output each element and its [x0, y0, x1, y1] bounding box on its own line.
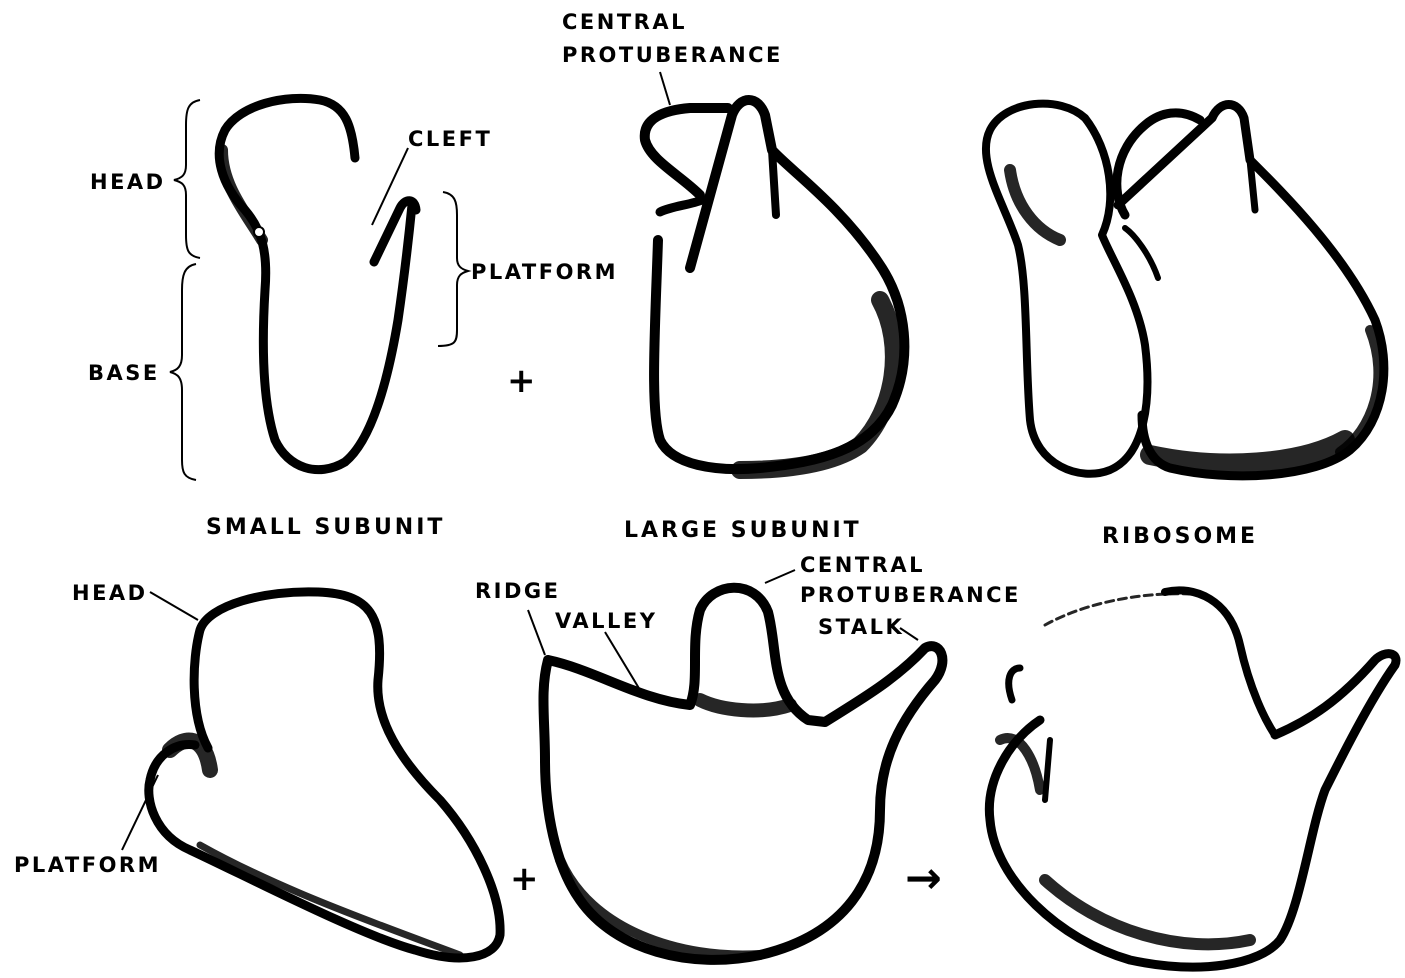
central-protuberance-bottom-leader — [765, 570, 795, 583]
central-protuberance-top-label-1: CENTRAL — [562, 10, 687, 34]
ribosome-top-drawing — [986, 104, 1384, 476]
small-subunit-head-label: HEAD — [90, 170, 166, 194]
base-bracket — [170, 264, 196, 480]
cleft-leader — [372, 148, 408, 225]
head-bracket — [174, 100, 200, 258]
large-subunit-top-drawing — [645, 72, 905, 470]
head-bottom-leader — [150, 592, 198, 620]
small-subunit-bottom-drawing — [122, 592, 500, 958]
small-subunit-platform-label: PLATFORM — [471, 260, 618, 284]
ridge-leader — [528, 610, 545, 655]
ribosome-caption: RIBOSOME — [1102, 524, 1258, 549]
ribosome-bottom-drawing — [989, 590, 1396, 967]
platform-bracket — [438, 192, 468, 346]
large-subunit-caption: LARGE SUBUNIT — [624, 518, 862, 543]
small-subunit-bottom-head-label: HEAD — [72, 581, 148, 605]
small-subunit-caption: SMALL SUBUNIT — [206, 515, 445, 540]
stalk-label: STALK — [818, 615, 904, 639]
small-subunit-top-drawing — [219, 98, 416, 469]
small-subunit-brackets — [170, 100, 468, 480]
small-subunit-base-label: BASE — [88, 361, 160, 385]
small-subunit-bottom-platform-label: PLATFORM — [14, 853, 161, 877]
plus-symbol-bottom: + — [510, 859, 542, 899]
plus-symbol-top: + — [507, 361, 539, 401]
central-protuberance-top-label-2: PROTUBERANCE — [562, 43, 783, 67]
central-protuberance-bottom-label-2: PROTUBERANCE — [800, 583, 1021, 607]
ridge-label: RIDGE — [475, 579, 561, 603]
central-protuberance-bottom-label-1: CENTRAL — [800, 553, 925, 577]
arrow-symbol: → — [905, 853, 942, 904]
small-subunit-cleft-label: CLEFT — [408, 127, 492, 151]
valley-label: VALLEY — [555, 609, 657, 633]
central-protuberance-top-leader — [660, 72, 670, 105]
